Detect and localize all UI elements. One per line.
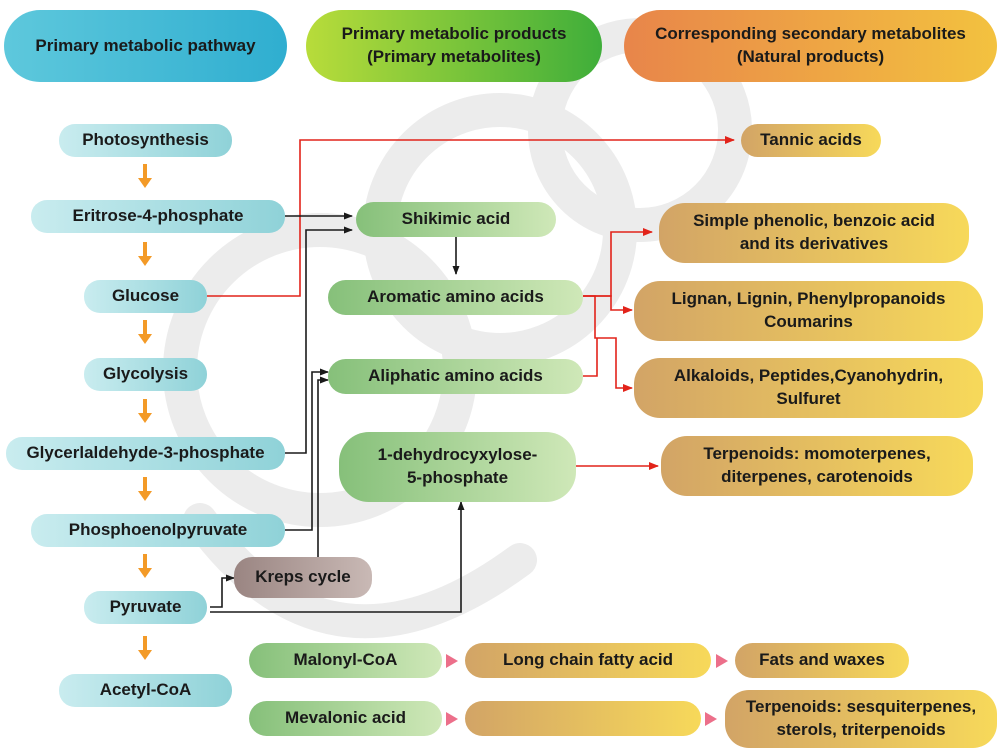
step-glycerlaldehyde-3-phosphate: Glycerlaldehyde-3-phosphate [6, 437, 285, 470]
secondary-lignan-lignin: Lignan, Lignin, Phenylpropanoids Coumari… [634, 281, 983, 341]
product-aliphatic-amino-acids: Aliphatic amino acids [328, 359, 583, 394]
pink-arrow-right-icon [705, 712, 717, 726]
secondary-label: Lignan, Lignin, Phenylpropanoids Coumari… [671, 289, 946, 331]
step-label: Phosphoenolpyruvate [68, 520, 248, 540]
chain-long-chain-fatty-acid: Long chain fatty acid [465, 643, 711, 678]
product-label: Shikimic acid [401, 209, 511, 229]
header-primary-products: Primary metabolic products (Primary meta… [306, 10, 602, 82]
chain-label: Long chain fatty acid [502, 650, 674, 670]
connector-aromatic-to-alkaloids [583, 295, 633, 392]
step-label: Acetyl-CoA [99, 680, 192, 700]
chain-label: Fats and waxes [759, 650, 885, 670]
header-primary-pathway-label: Primary metabolic pathway [35, 35, 256, 55]
chain-malonyl-coa: Malonyl-CoA [249, 643, 442, 678]
pink-arrow-right-icon [446, 654, 458, 668]
connector-krebs-to-aliphatic [317, 376, 329, 557]
header-secondary-metabolites-label: Corresponding secondary metabolites (Nat… [655, 24, 966, 66]
secondary-tannic-acids: Tannic acids [741, 124, 881, 157]
header-primary-products-label: Primary metabolic products (Primary meta… [341, 24, 567, 66]
secondary-label: Simple phenolic, benzoic acid and its de… [693, 211, 935, 253]
step-pyruvate: Pyruvate [84, 591, 207, 624]
product-label: Aliphatic amino acids [368, 366, 543, 386]
step-acetyl-coa: Acetyl-CoA [59, 674, 232, 707]
krebs-cycle: Kreps cycle [234, 557, 372, 598]
step-label: Eritrose-4-phosphate [72, 206, 244, 226]
step-glucose: Glucose [84, 280, 207, 313]
product-label: 1-dehydrocyxylose- 5-phosphate [377, 445, 538, 487]
secondary-alkaloids-peptides: Alkaloids, Peptides,Cyanohydrin, Sulfure… [634, 358, 983, 418]
connector-phospho-to-aliphatic [285, 368, 329, 531]
header-secondary-metabolites: Corresponding secondary metabolites (Nat… [624, 10, 997, 82]
pink-arrow-right-icon [446, 712, 458, 726]
chain-label: Malonyl-CoA [293, 650, 398, 670]
secondary-label: Alkaloids, Peptides,Cyanohydrin, Sulfure… [673, 366, 944, 408]
step-glycolysis: Glycolysis [84, 358, 207, 391]
product-shikimic-acid: Shikimic acid [356, 202, 556, 237]
secondary-label: Tannic acids [760, 130, 862, 150]
chain-terpenoids-sesqui: Terpenoids: sesquiterpenes, sterols, tri… [725, 690, 997, 748]
secondary-label: Terpenoids: momoterpenes, diterpenes, ca… [703, 444, 931, 486]
secondary-terpenoids-mono: Terpenoids: momoterpenes, diterpenes, ca… [661, 436, 973, 496]
step-photosynthesis: Photosynthesis [59, 124, 232, 157]
connector-aromatic-to-lignan [583, 295, 633, 314]
connector-aromatic-to-phenolic [583, 228, 653, 297]
step-label: Glycolysis [102, 364, 189, 384]
step-label: Glycerlaldehyde-3-phosphate [26, 443, 265, 463]
pink-arrow-right-icon [716, 654, 728, 668]
step-label: Pyruvate [109, 597, 182, 617]
chain-fats-and-waxes: Fats and waxes [735, 643, 909, 678]
connector-glycer-to-shikimic [285, 226, 353, 454]
chain-label: Mevalonic acid [285, 708, 406, 728]
connector-pyruvate-to-krebs [210, 574, 235, 608]
chain-mevalonic-intermediate [465, 701, 701, 736]
chain-label: Terpenoids: sesquiterpenes, sterols, tri… [745, 697, 977, 739]
secondary-simple-phenolic: Simple phenolic, benzoic acid and its de… [659, 203, 969, 263]
product-dehydrocyxylose-phosphate: 1-dehydrocyxylose- 5-phosphate [339, 432, 576, 502]
product-aromatic-amino-acids: Aromatic amino acids [328, 280, 583, 315]
header-primary-pathway: Primary metabolic pathway [4, 10, 287, 82]
product-label: Aromatic amino acids [367, 287, 544, 307]
connector-aliphatic-to-alkaloids [583, 338, 598, 377]
chain-mevalonic-acid: Mevalonic acid [249, 701, 442, 736]
step-label: Photosynthesis [82, 130, 209, 150]
step-label: Glucose [111, 286, 180, 306]
step-eritrose-4-phosphate: Eritrose-4-phosphate [31, 200, 285, 233]
krebs-cycle-label: Kreps cycle [255, 567, 351, 587]
step-phosphoenolpyruvate: Phosphoenolpyruvate [31, 514, 285, 547]
